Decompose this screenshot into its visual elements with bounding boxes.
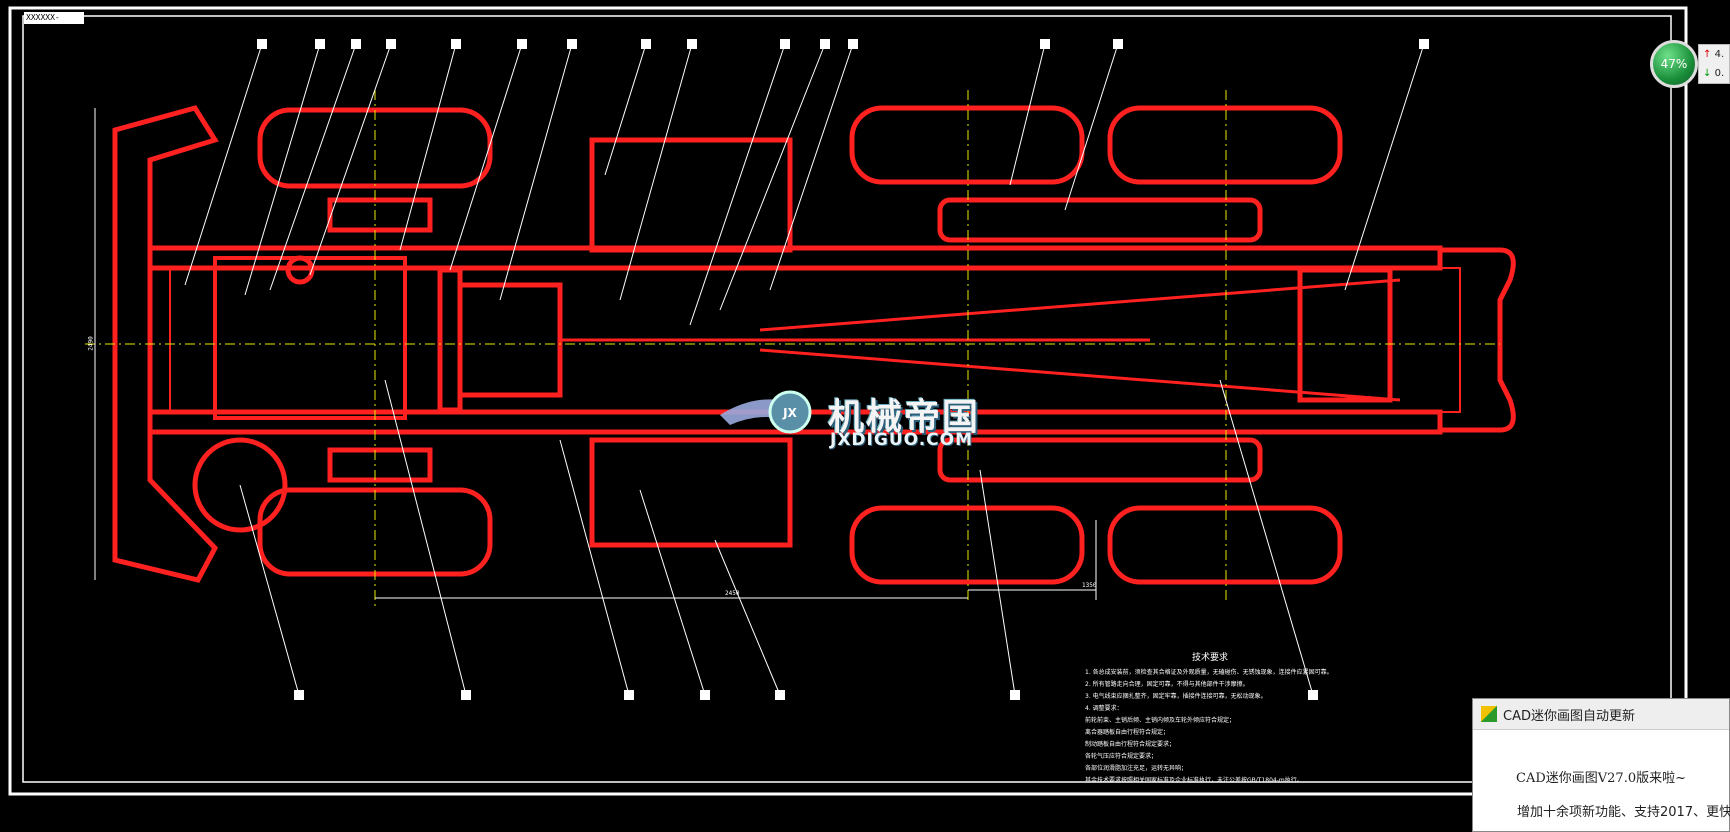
tire-rear1-right [849, 505, 1085, 585]
dimension-lines [94, 108, 1097, 600]
battery-box [589, 437, 793, 548]
watermark-logo: JX [720, 390, 812, 434]
upload-value: 4. [1714, 49, 1725, 60]
network-speed-widget[interactable]: 47% [1650, 40, 1698, 88]
notes-line: 各轮气压应符合规定要求； [1085, 753, 1158, 760]
engine-block [213, 256, 407, 420]
notes-line: 制动踏板自由行程符合规定要求； [1085, 741, 1176, 748]
notes-line: 3. 电气线束应捆扎整齐，固定牢靠，插接件连接可靠，无松动现象。 [1085, 693, 1267, 700]
tire-rear1-left [849, 105, 1085, 185]
fuel-tank [589, 137, 793, 253]
popup-features: 增加十余项新功能、支持2017、更快更稳 [1517, 805, 1730, 820]
technical-notes: 技术要求 1. 各总成安装前，须检查其合格证及外观质量，无磕碰伤、无锈蚀现象，连… [1085, 650, 1335, 787]
network-speed-panel[interactable]: ↑ 4. ↓ 0. [1698, 44, 1730, 84]
part-balloons [257, 39, 1429, 700]
watermark-name: 机械帝国 [828, 397, 981, 438]
percent-label: 47% [1660, 57, 1688, 71]
gearbox [457, 282, 563, 398]
notes-line: 离合器踏板自由行程符合规定； [1085, 729, 1170, 736]
cross-brace-2 [759, 348, 1401, 402]
chassis-body [169, 267, 1461, 413]
notes-line: 其余技术要求按照相关国家标准及企业标准执行，未注公差按GB/T1804-m执行。 [1085, 777, 1303, 784]
front-axle-arm [327, 447, 433, 483]
rear-component [1297, 267, 1393, 403]
notes-line: 前轮前束、主销后倾、主销内倾及车轮外倾应符合规定； [1085, 717, 1236, 724]
upload-speed: ↑ 4. [1699, 45, 1729, 64]
dim-axle-spacing: 1350 [1082, 582, 1097, 589]
rear-axle-lower [937, 437, 1263, 483]
inner-frame [22, 15, 1672, 783]
popup-title: CAD迷你画图自动更新 [1503, 708, 1635, 724]
cross-brace-1 [759, 278, 1401, 332]
watermark-url: JXDIGUO.COM [830, 430, 974, 450]
spare-wheel [192, 437, 288, 533]
outer-frame [8, 6, 1688, 796]
tire-rear2-left [1107, 105, 1343, 185]
notes-title: 技术要求 [1191, 653, 1228, 663]
front-bumper [112, 105, 219, 583]
download-speed: ↓ 0. [1699, 64, 1729, 83]
download-value: 0. [1714, 68, 1725, 79]
svg-text:JX: JX [782, 406, 797, 420]
dim-wheelbase: 2450 [725, 590, 740, 597]
notes-line: 各部位润滑脂加注充足，运转无异响； [1085, 765, 1188, 772]
update-popup[interactable]: CAD迷你画图自动更新 CAD迷你画图V27.0版来啦~ 增加十余项新功能、支持… [1472, 698, 1730, 832]
chassis-drawing [112, 105, 1516, 585]
front-steering-box [327, 197, 433, 233]
dim-overall-width: 2490 [87, 336, 95, 351]
rear-bracket [1440, 247, 1516, 433]
popup-titlebar[interactable]: CAD迷你画图自动更新 [1473, 699, 1729, 730]
notes-line: 1. 各总成安装前，须检查其合格证及外观质量，无磕碰伤、无锈蚀现象，连接件应紧固… [1085, 669, 1333, 676]
app-logo-icon [1481, 706, 1497, 722]
popup-message: CAD迷你画图V27.0版来啦~ [1516, 771, 1686, 786]
centerlines [85, 90, 1500, 610]
notes-line: 2. 所有管路走向合理，固定可靠，不得与其他部件干涉摩擦。 [1085, 681, 1249, 688]
upload-arrow-icon: ↑ [1703, 49, 1712, 60]
download-arrow-icon: ↓ [1703, 68, 1712, 79]
clutch-housing [437, 267, 463, 413]
notes-line: 4. 调整要求： [1085, 705, 1123, 712]
leader-lines [184, 43, 1425, 696]
frame-tag: XXXXXX-051XXXX [24, 12, 84, 34]
tire-rear2-right [1107, 505, 1343, 585]
rear-axle-upper [937, 197, 1263, 243]
